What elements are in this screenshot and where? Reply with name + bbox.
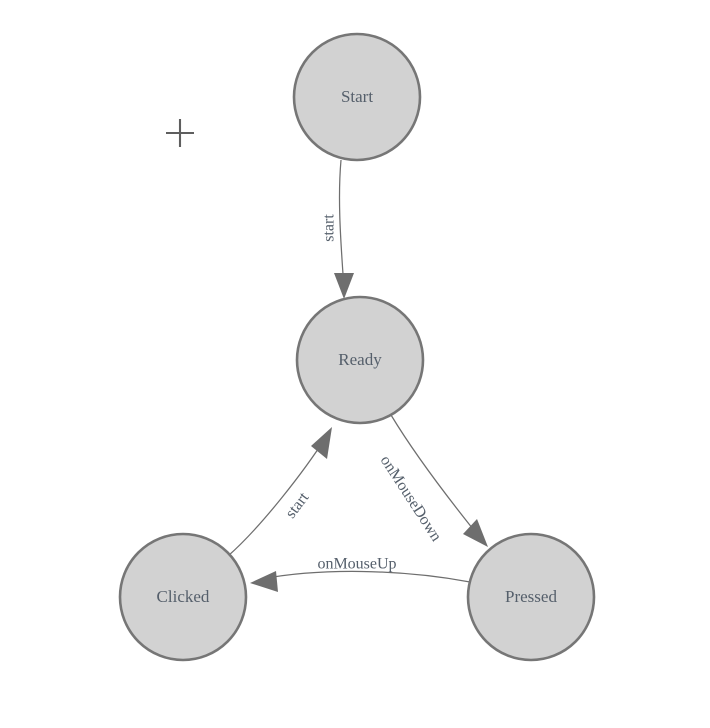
edge-label-start-to-ready: start (321, 214, 338, 242)
plus-marker-icon (166, 119, 194, 147)
edge-start-to-ready[interactable]: start (321, 159, 354, 299)
arrowhead-clicked-to-ready (311, 427, 332, 459)
arrowhead-ready-to-pressed (463, 519, 488, 547)
node-ready-label: Ready (338, 350, 382, 369)
edge-line-clicked-to-ready[interactable] (227, 436, 327, 557)
arrowhead-start-to-ready (334, 273, 354, 299)
node-start-label: Start (341, 87, 373, 106)
arrowhead-pressed-to-clicked (250, 571, 278, 592)
edge-line-pressed-to-clicked[interactable] (261, 570, 471, 583)
node-ready[interactable]: Ready (295, 295, 425, 425)
edge-line-start-to-ready[interactable] (338, 159, 345, 291)
node-ready-shape[interactable] (295, 295, 425, 425)
node-pressed[interactable]: Pressed (466, 532, 596, 662)
node-start[interactable]: Start (292, 32, 422, 162)
node-clicked-shape[interactable] (118, 532, 248, 662)
node-clicked[interactable]: Clicked (118, 532, 248, 662)
node-pressed-shape[interactable] (466, 532, 596, 662)
edge-pressed-to-clicked[interactable]: onMouseUp (250, 556, 471, 592)
edge-clicked-to-ready[interactable]: start (227, 427, 332, 557)
node-start-shape[interactable] (292, 32, 422, 162)
node-pressed-label: Pressed (505, 587, 557, 606)
node-clicked-label: Clicked (157, 587, 210, 606)
edge-ready-to-pressed[interactable]: onMouseDown (377, 414, 488, 547)
edge-label-pressed-to-clicked: onMouseUp (317, 556, 396, 573)
edge-label-clicked-to-ready: start (282, 489, 312, 522)
edge-label-ready-to-pressed: onMouseDown (377, 453, 445, 545)
